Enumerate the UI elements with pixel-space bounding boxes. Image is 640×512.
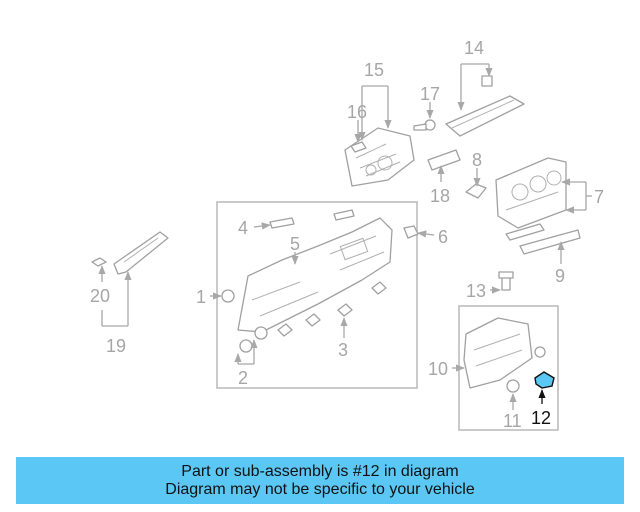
part-8-bracket[interactable] (465, 183, 487, 199)
callout-15: 15 (364, 60, 384, 80)
callout-5: 5 (290, 234, 300, 254)
callout-1: 1 (196, 287, 206, 307)
callout-4: 4 (238, 218, 248, 238)
part-6-screw[interactable] (403, 225, 419, 239)
part-17-screw[interactable] (413, 119, 436, 131)
callout-14: 14 (464, 38, 484, 58)
part-10-lower-cover[interactable] (463, 317, 546, 389)
callout-20: 20 (90, 286, 110, 306)
callout-12: 12 (531, 408, 551, 428)
part-14-glove-box[interactable] (445, 75, 525, 137)
part-12-highlighted-clip[interactable] (534, 371, 555, 389)
callout-17: 17 (420, 84, 440, 104)
parts-diagram: 14 15 17 16 8 18 7 4 6 5 9 13 20 1 19 3 … (90, 38, 604, 431)
part-20-clip[interactable] (91, 257, 107, 267)
caption-line-2: Diagram may not be specific to your vehi… (165, 480, 475, 498)
part-19-side-trim[interactable] (113, 231, 169, 275)
part-18-vent[interactable] (427, 149, 461, 171)
part-9-trim-strip[interactable] (505, 223, 581, 255)
part-7-center-bezel[interactable] (495, 157, 567, 229)
part-2-clips[interactable] (239, 326, 268, 353)
callout-11: 11 (503, 411, 522, 431)
callout-2: 2 (238, 368, 248, 388)
part-4-bracket[interactable] (269, 209, 355, 229)
instrument-panel-lower[interactable] (237, 217, 393, 333)
part-13-bolt[interactable] (498, 271, 514, 291)
callout-6: 6 (438, 227, 448, 247)
callout-10: 10 (428, 359, 448, 379)
part-1-clip[interactable] (221, 289, 235, 303)
part-16-clip[interactable] (350, 141, 367, 153)
callout-8: 8 (472, 150, 482, 170)
callout-19: 19 (106, 336, 126, 356)
callout-16: 16 (347, 102, 367, 122)
callout-7: 7 (594, 187, 604, 207)
callout-numbers: 14 15 17 16 8 18 7 4 6 5 9 13 20 1 19 3 … (90, 38, 604, 431)
caption-line-1: Part or sub-assembly is #12 in diagram (181, 462, 459, 480)
callout-9: 9 (555, 266, 565, 286)
callout-3: 3 (338, 340, 348, 360)
callout-18: 18 (430, 186, 450, 206)
part-15-center-bezel[interactable] (344, 127, 415, 187)
callout-13: 13 (466, 281, 486, 301)
leader-lines (98, 63, 592, 410)
part-11-clip[interactable] (506, 379, 520, 393)
part-3-retainers[interactable] (277, 281, 387, 337)
part-info-banner: Part or sub-assembly is #12 in diagram D… (16, 457, 624, 504)
